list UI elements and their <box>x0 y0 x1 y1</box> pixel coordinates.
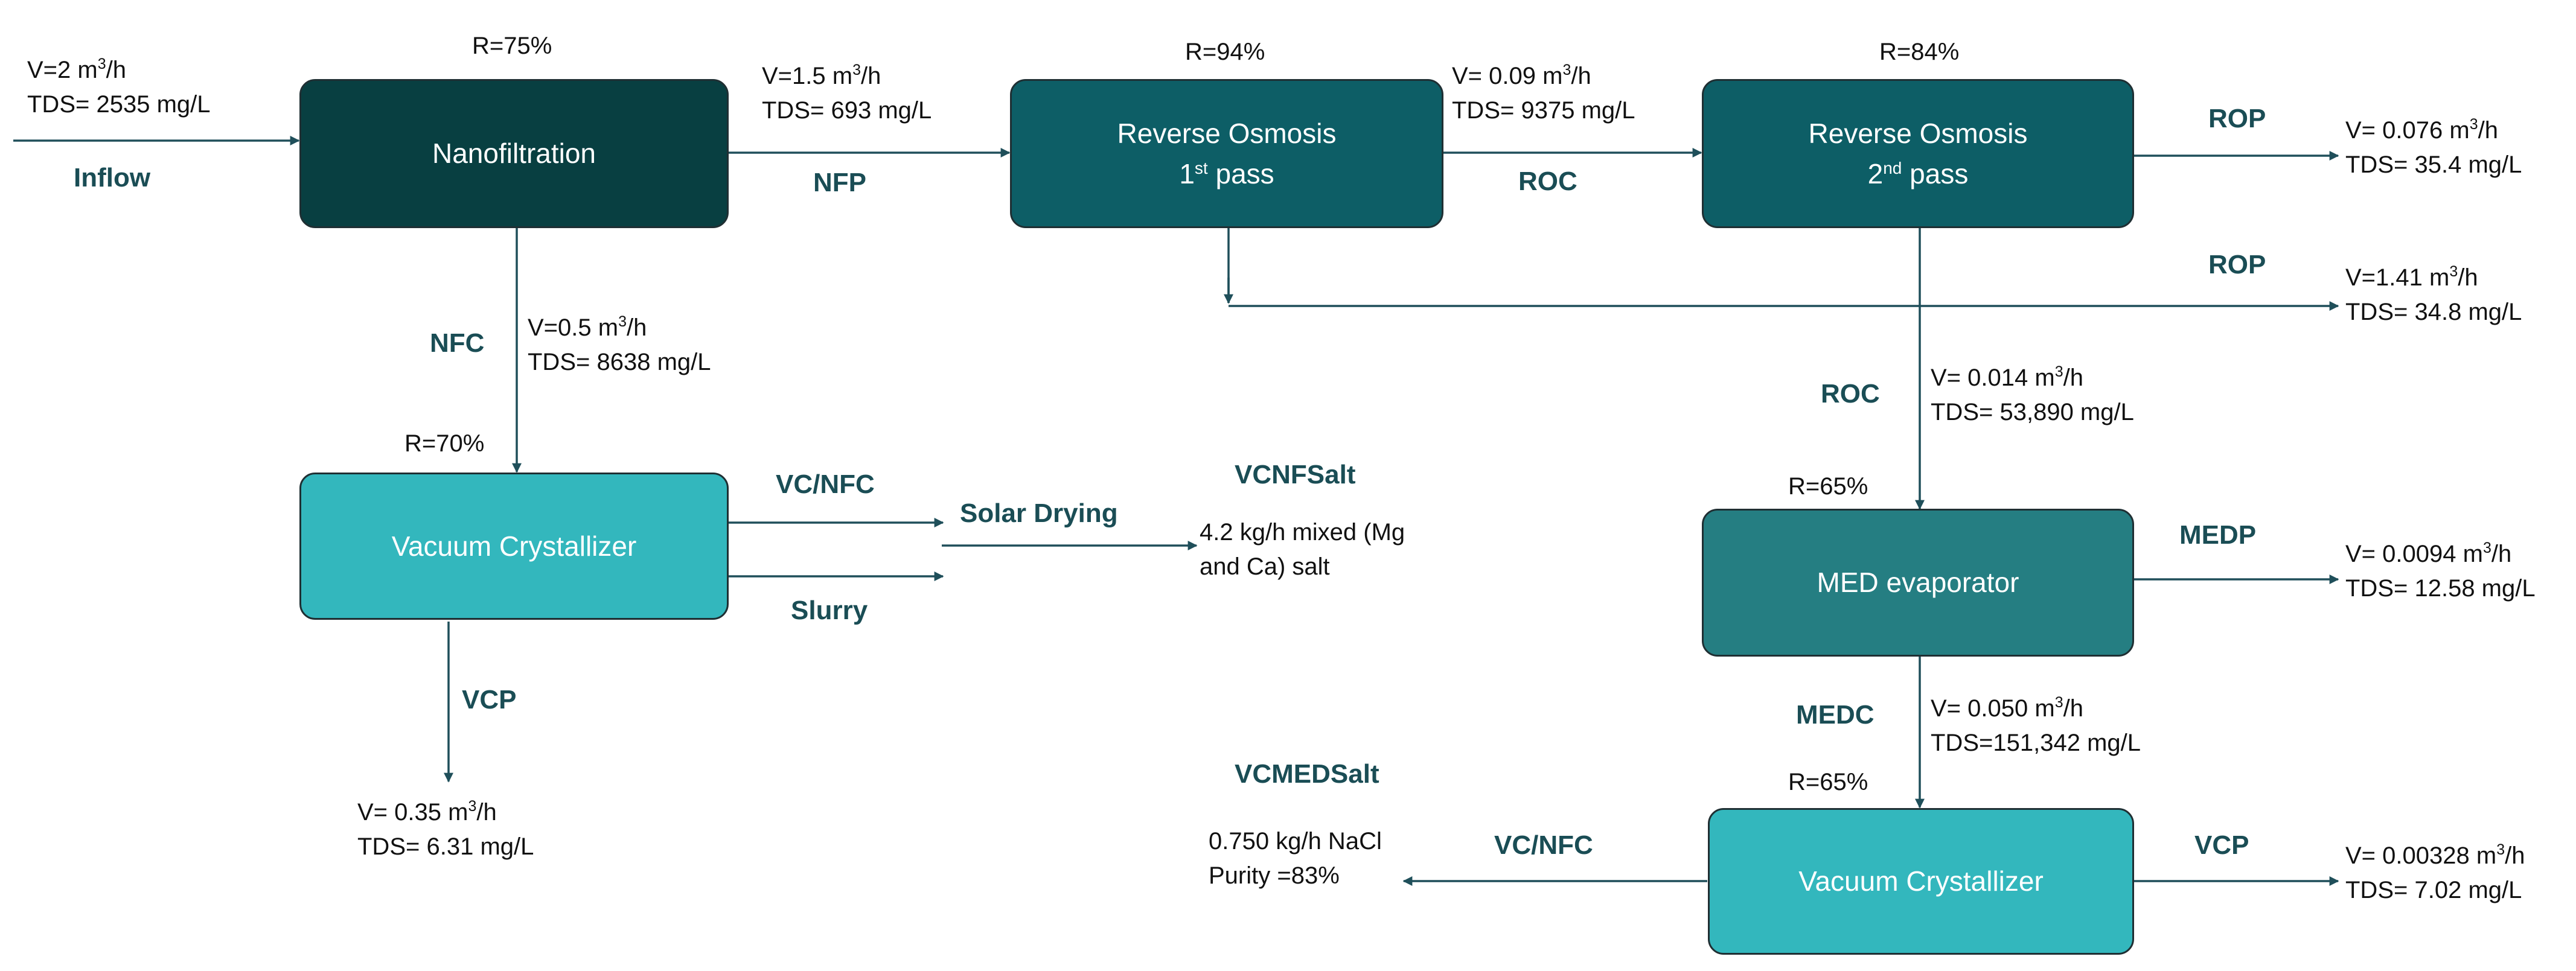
vcp2-label: VCP <box>2194 830 2249 860</box>
slurry-label: Slurry <box>791 596 868 625</box>
reverse-osmosis-1st-label: Reverse Osmosis <box>1117 117 1337 149</box>
vcnf-salt-line1: 4.2 kg/h mixed (Mg <box>1200 519 1405 546</box>
med-evaporator-box: MED evaporator <box>1702 509 2134 657</box>
rop2-label: ROP <box>2208 104 2266 133</box>
inflow-label: Inflow <box>74 163 151 193</box>
reverse-osmosis-1st-pass-box: Reverse Osmosis 1st pass <box>1010 79 1443 228</box>
vcp2-values: V= 0.00328 m3/h TDS= 7.02 mg/L <box>2345 839 2525 908</box>
nfp-values: V=1.5 m3/h TDS= 693 mg/L <box>762 59 932 128</box>
vcmed-salt-title: VCMEDSalt <box>1235 759 1379 789</box>
nfc-values: V=0.5 m3/h TDS= 8638 mg/L <box>528 311 711 380</box>
roc1-values: V= 0.09 m3/h TDS= 9375 mg/L <box>1452 59 1635 128</box>
ro2-recovery: R=84% <box>1879 39 1960 65</box>
solar-drying-label: Solar Drying <box>960 498 1118 528</box>
inflow-values: V=2 m3/h TDS= 2535 mg/L <box>27 53 211 122</box>
pass-number: 1 <box>1179 158 1195 189</box>
med-recovery: R=65% <box>1788 473 1868 500</box>
rop2-volume: V= 0.076 m3/h <box>2345 116 2498 144</box>
vacuum-crystallizer-1-box: Vacuum Crystallizer <box>299 473 729 620</box>
vc2-recovery: R=65% <box>1788 769 1868 795</box>
vcmed-salt-line1: 0.750 kg/h NaCl <box>1209 828 1382 855</box>
vc-nfc-2-label: VC/NFC <box>1494 830 1593 860</box>
rop2-tds: TDS= 35.4 mg/L <box>2345 151 2522 178</box>
rop2-values: V= 0.076 m3/h TDS= 35.4 mg/L <box>2345 113 2522 182</box>
nf-recovery: R=75% <box>472 33 552 59</box>
rop1-values: V=1.41 m3/h TDS= 34.8 mg/L <box>2345 261 2522 330</box>
nfc-volume: V=0.5 m3/h <box>528 313 647 342</box>
inflow-volume: V=2 m3/h <box>27 56 126 84</box>
medp-values: V= 0.0094 m3/h TDS= 12.58 mg/L <box>2345 537 2536 606</box>
roc2-label: ROC <box>1821 379 1880 409</box>
nfc-tds: TDS= 8638 mg/L <box>528 348 711 375</box>
reverse-osmosis-1st-pass-line: 1st pass <box>1179 154 1274 194</box>
ro1-recovery: R=94% <box>1185 39 1265 65</box>
vcp2-volume: V= 0.00328 m3/h <box>2345 841 2525 870</box>
inflow-tds: TDS= 2535 mg/L <box>27 91 211 118</box>
reverse-osmosis-2nd-pass-box: Reverse Osmosis 2nd pass <box>1702 79 2134 228</box>
medc-volume: V= 0.050 m3/h <box>1931 694 2083 722</box>
vcmed-salt-values: 0.750 kg/h NaCl Purity =83% <box>1209 824 1382 893</box>
vcnf-salt-title: VCNFSalt <box>1235 460 1356 489</box>
nfp-label: NFP <box>813 168 866 197</box>
pass-word: pass <box>1215 158 1274 189</box>
nanofiltration-box: Nanofiltration <box>299 79 729 228</box>
medc-tds: TDS=151,342 mg/L <box>1931 729 2141 756</box>
vc-nfc-label: VC/NFC <box>776 470 875 499</box>
medc-values: V= 0.050 m3/h TDS=151,342 mg/L <box>1931 692 2141 760</box>
nfp-volume: V=1.5 m3/h <box>762 62 881 90</box>
roc1-label: ROC <box>1518 167 1577 196</box>
pass-number: 2 <box>1867 158 1884 189</box>
pass-ordinal: nd <box>1883 158 1902 177</box>
reverse-osmosis-2nd-label: Reverse Osmosis <box>1808 117 2028 149</box>
vcnf-salt-line2: and Ca) salt <box>1200 553 1330 580</box>
pass-ordinal: st <box>1194 158 1208 177</box>
vcp2-tds: TDS= 7.02 mg/L <box>2345 876 2522 903</box>
medp-tds: TDS= 12.58 mg/L <box>2345 575 2536 602</box>
vcp1-tds: TDS= 6.31 mg/L <box>357 833 534 860</box>
nfc-label: NFC <box>430 328 485 358</box>
medp-label: MEDP <box>2179 520 2257 550</box>
roc2-tds: TDS= 53,890 mg/L <box>1931 398 2134 425</box>
vcp1-label: VCP <box>462 685 517 715</box>
roc1-volume: V= 0.09 m3/h <box>1452 62 1591 90</box>
nanofiltration-label: Nanofiltration <box>432 138 596 170</box>
vacuum-crystallizer-2-label: Vacuum Crystallizer <box>1798 865 2044 897</box>
vc1-recovery: R=70% <box>404 430 485 457</box>
reverse-osmosis-2nd-pass-line: 2nd pass <box>1868 154 1969 194</box>
vcmed-salt-line2: Purity =83% <box>1209 862 1340 889</box>
rop1-label: ROP <box>2208 250 2266 279</box>
vcp1-values: V= 0.35 m3/h TDS= 6.31 mg/L <box>357 795 534 864</box>
vcp1-volume: V= 0.35 m3/h <box>357 798 497 826</box>
roc1-tds: TDS= 9375 mg/L <box>1452 97 1635 124</box>
rop1-volume: V=1.41 m3/h <box>2345 263 2478 291</box>
vcnf-salt-values: 4.2 kg/h mixed (Mg and Ca) salt <box>1200 515 1405 584</box>
medp-volume: V= 0.0094 m3/h <box>2345 540 2512 568</box>
pass-word: pass <box>1910 158 1969 189</box>
roc2-volume: V= 0.014 m3/h <box>1931 363 2083 392</box>
rop1-tds: TDS= 34.8 mg/L <box>2345 298 2522 325</box>
nfp-tds: TDS= 693 mg/L <box>762 97 932 124</box>
medc-label: MEDC <box>1796 700 1874 730</box>
vacuum-crystallizer-1-label: Vacuum Crystallizer <box>391 530 637 562</box>
vacuum-crystallizer-2-box: Vacuum Crystallizer <box>1708 808 2134 955</box>
roc2-values: V= 0.014 m3/h TDS= 53,890 mg/L <box>1931 361 2134 430</box>
med-evaporator-label: MED evaporator <box>1817 567 2019 599</box>
